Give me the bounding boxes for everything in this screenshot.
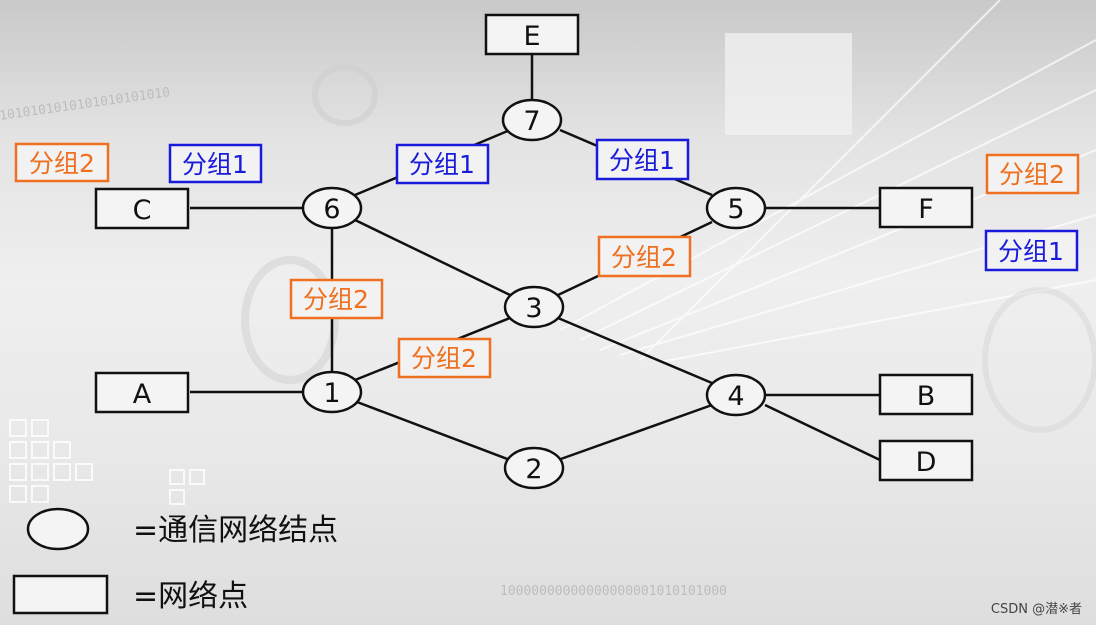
background-decoration: 1010101010101010101010 10000000000000000… xyxy=(0,33,1096,599)
node-2-circle xyxy=(503,446,565,490)
packet2-tag-link-1-3-box xyxy=(397,337,492,379)
node-4-label: 4 xyxy=(727,381,744,412)
node-3-label: 3 xyxy=(525,293,542,324)
node-7-label: 7 xyxy=(523,106,540,137)
packet-tags: 分组2 分组2 分组2 分组2 分组2 分组1 分组1 分组1 分组1 xyxy=(14,138,1080,379)
host-labels: E C F A B D xyxy=(133,21,937,478)
host-E-label: E xyxy=(523,21,540,52)
host-E-box xyxy=(484,13,580,56)
packet2-tag-right-text: 分组2 xyxy=(999,160,1065,189)
node-1-label: 1 xyxy=(323,378,340,409)
node-5-label: 5 xyxy=(727,194,744,225)
bg-grid-squares xyxy=(9,419,205,505)
packet2-tag-left-box xyxy=(14,142,110,183)
bg-panel xyxy=(725,33,852,135)
host-B-box xyxy=(878,373,974,416)
bg-binary-text: 1010101010101010101010 xyxy=(0,85,171,124)
host-A-label: A xyxy=(133,379,152,410)
packet1-tag-right-box xyxy=(984,229,1079,272)
packet2-tag-link-6-1-text: 分组2 xyxy=(303,285,369,314)
packet2-tag-link-1-3-text: 分组2 xyxy=(411,344,477,373)
host-D-label: D xyxy=(916,447,937,478)
node-3-circle xyxy=(503,285,565,329)
legend-node-symbol xyxy=(26,507,90,551)
node-7-circle xyxy=(501,98,563,142)
csdn-watermark: CSDN @潜※者 xyxy=(991,602,1082,617)
legend: =通信网络结点 =网络点 xyxy=(12,507,338,615)
host-B-label: B xyxy=(917,381,936,412)
host-F-box xyxy=(878,186,974,229)
packet1-tag-left-text: 分组1 xyxy=(182,150,248,179)
link-2-4 xyxy=(557,403,713,462)
link-3-4 xyxy=(557,316,713,385)
packet2-tag-link-3-5-text: 分组2 xyxy=(611,243,677,272)
link-1-2 xyxy=(356,400,511,462)
packet1-tag-link-6-7-box xyxy=(395,143,490,185)
packet2-tag-right-box xyxy=(985,153,1080,195)
bg-binary-text-bottom: 10000000000000000001010101000 xyxy=(500,584,727,599)
node-6-label: 6 xyxy=(323,194,340,225)
packet1-tag-right-text: 分组1 xyxy=(998,237,1064,266)
legend-host-text: =网络点 xyxy=(133,579,248,614)
packet1-tag-left-box xyxy=(168,143,263,184)
packet1-tag-link-7-5-box xyxy=(595,138,690,181)
link-6-3 xyxy=(354,218,511,297)
host-D-box xyxy=(878,439,974,482)
node-2-label: 2 xyxy=(525,454,542,485)
host-C-label: C xyxy=(133,195,152,226)
link-4-D xyxy=(764,403,881,462)
host-F-label: F xyxy=(918,194,934,225)
nodes xyxy=(301,98,767,490)
node-labels: 7 6 5 3 1 4 2 xyxy=(323,106,744,485)
packet1-tag-link-6-7-text: 分组1 xyxy=(409,150,475,179)
legend-node-text: =通信网络结点 xyxy=(133,513,338,548)
node-4-circle xyxy=(705,373,767,417)
host-A-box xyxy=(94,371,190,414)
packet1-tag-link-7-5-text: 分组1 xyxy=(609,146,675,175)
hosts xyxy=(94,13,974,482)
node-6-circle xyxy=(301,186,363,230)
packet2-tag-link-6-1-box xyxy=(289,278,384,320)
packet2-tag-left-text: 分组2 xyxy=(29,149,95,178)
legend-host-symbol xyxy=(12,574,109,615)
node-5-circle xyxy=(705,186,767,230)
packet2-tag-link-3-5-box xyxy=(597,235,692,278)
node-1-circle xyxy=(301,370,363,414)
host-C-box xyxy=(94,187,190,230)
